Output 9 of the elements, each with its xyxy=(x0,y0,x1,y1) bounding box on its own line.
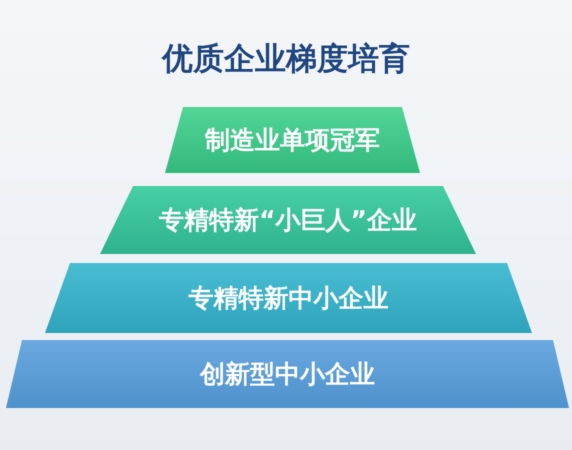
tier-label: 专精特新中小企业 xyxy=(188,282,390,314)
pyramid-tier xyxy=(100,186,476,254)
title: 优质企业梯度培育 xyxy=(160,40,411,79)
tier-label: 专精特新“小巨人”企业 xyxy=(158,204,418,236)
pyramid-tier xyxy=(165,107,420,173)
tier-label: 制造业单项冠军 xyxy=(204,124,381,156)
pyramid-tier xyxy=(45,263,532,333)
pyramid-tier xyxy=(6,340,569,408)
tier-label: 创新型中小企业 xyxy=(198,358,376,390)
